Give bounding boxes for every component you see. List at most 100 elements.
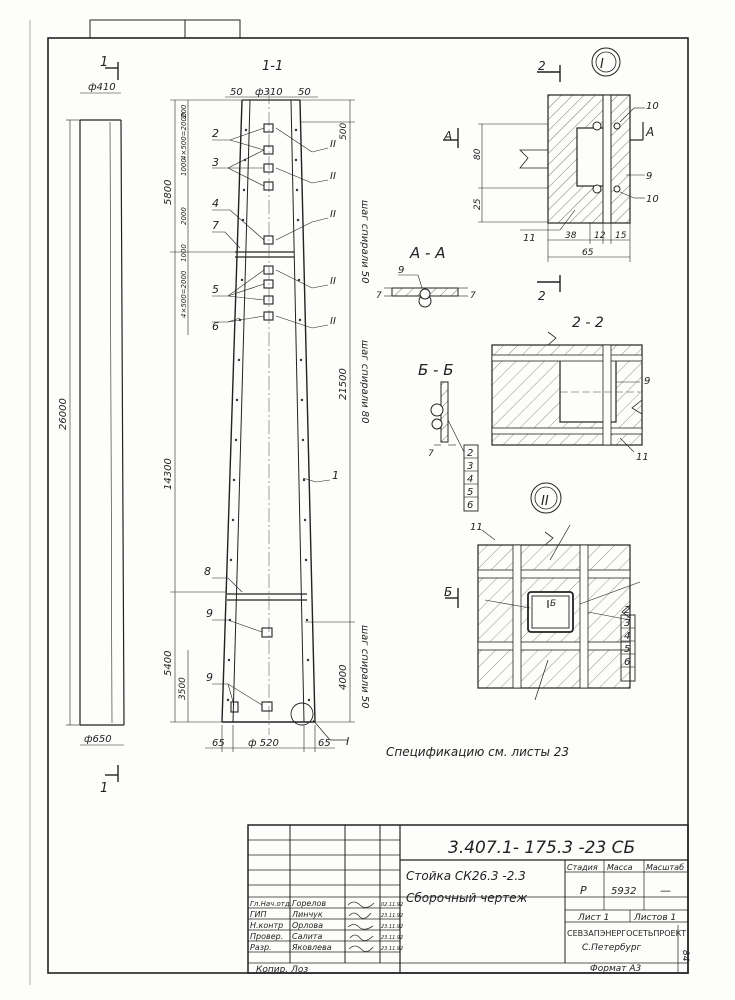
callout-ii-1: II: [330, 139, 336, 150]
callout-9c: 9: [646, 171, 652, 182]
title-line-1: Стойка СК26.3 -2.3: [406, 869, 526, 883]
dim-lower-sub: 3500: [178, 677, 188, 700]
dim-spiral-bot-len: 4000: [338, 665, 349, 690]
signer-date: 23.11.92: [381, 924, 403, 930]
format-value: Формат А3: [590, 964, 642, 974]
org-city: С.Петербург: [582, 943, 642, 953]
detail-i-15: 15: [615, 231, 627, 241]
callout-10b: 10: [646, 194, 659, 205]
dim-top-right: 50: [298, 87, 311, 98]
top-dia-side: ф410: [88, 82, 116, 93]
aa-callout-9: 9: [398, 265, 404, 276]
signer-date: 23.11.92: [381, 913, 403, 919]
main-section: [221, 90, 348, 741]
org-name: СЕВЗАПЭНЕРГОСЕТЬПРОЕКТ: [567, 929, 686, 938]
dim-spiral-top-len: 500: [339, 123, 349, 140]
col-mass: Масса: [607, 863, 633, 872]
cut-1-top-label: 1: [100, 55, 108, 70]
page-number: 84: [680, 950, 690, 962]
callout-9a: 9: [206, 607, 213, 620]
spiral-top-note: шаг спирали 50: [359, 200, 370, 284]
dim-upper-length: 5800: [163, 180, 174, 205]
section-22-title: 2 - 2: [572, 315, 604, 331]
bb-list-2: 2: [467, 448, 473, 459]
dii-callout-11: 11: [470, 522, 483, 533]
signer-name: Горелов: [292, 899, 326, 908]
detail-ii: [445, 482, 641, 701]
detail-i-25: 25: [473, 198, 483, 210]
s22-callout-9: 9: [644, 376, 650, 387]
aa-dim-7a: 7: [376, 291, 382, 301]
mass-value: 5932: [611, 886, 636, 897]
cut-2-top: 2: [538, 59, 546, 73]
callout-10a: 10: [646, 101, 659, 112]
cut-2-bottom: 2: [538, 289, 546, 303]
bb-list-5: 5: [467, 487, 473, 498]
cut-b-label: Б: [444, 585, 452, 599]
signer-name: Яковлева: [291, 943, 332, 952]
title-block: [247, 824, 689, 974]
cut-a-left: А: [443, 129, 452, 143]
cut-b-inner: Б: [550, 599, 556, 609]
signer-role: Провер.: [250, 932, 283, 941]
section-bb-title: Б - Б: [418, 361, 454, 379]
detail-i: [519, 47, 631, 224]
top-tab: [89, 19, 241, 39]
dim-seg-a: 4×500=2000: [180, 112, 188, 160]
col-stage: Стадия: [567, 863, 598, 872]
dim-bottom-left: 65: [212, 738, 225, 749]
callout-ii-2: II: [330, 171, 336, 182]
section-1-1-label: 1-1: [262, 59, 283, 74]
bb-list-3: 3: [467, 461, 473, 472]
signer-role: Разр.: [250, 943, 272, 952]
stage-value: Р: [580, 884, 587, 897]
detail-i-80: 80: [473, 148, 483, 160]
dim-seg-c: 200: [180, 104, 188, 118]
aa-dim-7b: 7: [470, 291, 476, 301]
dim-top-left: 50: [230, 87, 243, 98]
signer-role: ГИП: [250, 910, 266, 919]
dim-mid-length: 14300: [163, 458, 174, 490]
callout-5: 5: [212, 283, 219, 296]
cut-a-right: А: [645, 125, 654, 139]
dim-bottom-mid: ф 520: [248, 738, 279, 749]
section-2-2: [491, 331, 643, 453]
signer-role: Н.контр: [250, 921, 283, 930]
dii-list-2: 2: [624, 605, 630, 616]
callout-3: 3: [212, 156, 219, 169]
col-scale: Масштаб: [646, 863, 684, 872]
bottom-dia-side: ф650: [84, 734, 112, 745]
detail-i-label: I: [600, 57, 604, 72]
section-b-b: [430, 381, 479, 512]
signer-name: Салита: [292, 932, 322, 941]
total-length-dim: 26000: [58, 398, 69, 430]
detail-i-12: 12: [594, 231, 606, 241]
callout-i: I: [346, 735, 349, 748]
s22-callout-11: 11: [636, 452, 649, 463]
callout-4: 4: [212, 197, 219, 210]
scale-value: —: [660, 884, 671, 897]
bb-list-6: 6: [467, 500, 473, 511]
dim-seg-b: 1000: [180, 158, 188, 176]
dim-lower-length: 5400: [163, 651, 174, 676]
section-a-a: [384, 274, 468, 308]
title-line-2: Сборочный чертеж: [406, 891, 528, 905]
callout-11a: 11: [523, 233, 536, 244]
detail-ii-label: II: [541, 494, 549, 509]
dii-list-3: 3: [624, 618, 630, 629]
signer-name: Орлова: [292, 921, 323, 930]
callout-ii-4: II: [330, 276, 336, 287]
signer-date: 23.11.92: [381, 935, 403, 941]
callout-ii-3: II: [330, 209, 336, 220]
dim-spiral-mid-len: 21500: [338, 368, 349, 400]
dii-list-4: 4: [624, 631, 630, 642]
detail-i-65: 65: [582, 248, 594, 258]
callout-7: 7: [212, 219, 219, 232]
doc-number: 3.407.1- 175.3 -23 СБ: [448, 838, 635, 858]
callout-9b: 9: [206, 671, 213, 684]
side-view: [66, 62, 125, 782]
dii-list-5: 5: [624, 644, 630, 655]
signers-table: Гл.Нач.отд. Горелов 02.11.92 ГИП Линчук …: [250, 899, 403, 952]
signer-date: 02.11.92: [381, 902, 403, 908]
